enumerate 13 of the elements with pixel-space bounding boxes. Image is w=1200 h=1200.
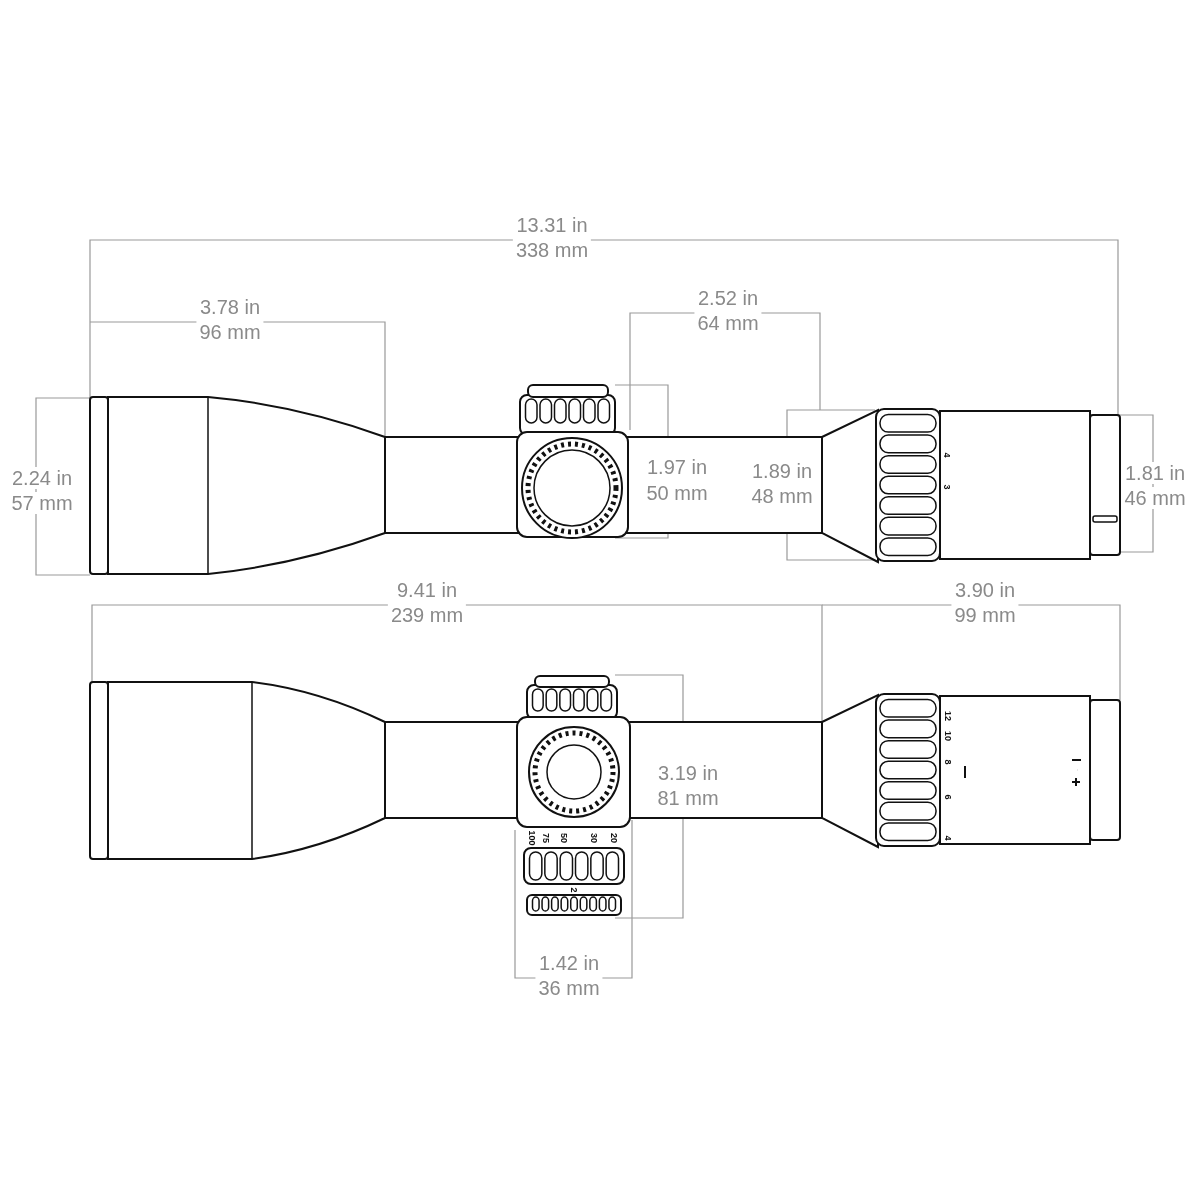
scale-number: 20 xyxy=(608,833,618,843)
scale-number: 3 xyxy=(941,484,951,490)
scale-number: 12 xyxy=(942,711,952,721)
scale-number: 8 xyxy=(942,759,952,765)
scale-number: 10 xyxy=(942,731,952,741)
scale-number: 30 xyxy=(588,833,598,843)
scale-number: 6 xyxy=(942,794,952,800)
scale-number: 100 xyxy=(526,830,536,846)
scale-number: 4 xyxy=(941,452,951,458)
scale-number: 4 xyxy=(942,835,952,841)
scale-number: 2 xyxy=(568,887,578,893)
scale-number: 50 xyxy=(558,833,568,843)
scale-number: 75 xyxy=(540,833,550,843)
